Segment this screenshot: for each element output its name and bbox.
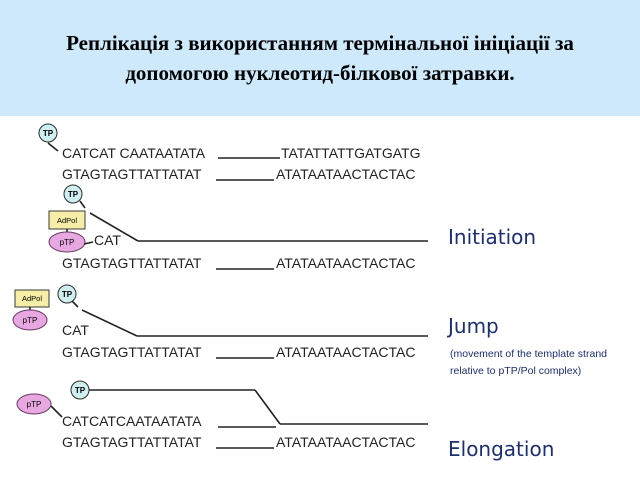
panel2-bottom-right-seq: ATATAATAACTACTAC	[276, 255, 415, 271]
panel-1-duplex: TP CATCAT CAATAATATA TATATTATTGATGATG GT…	[38, 123, 420, 182]
tp-tether	[71, 300, 79, 308]
stage-label-elongation: Elongation	[448, 437, 554, 461]
panel3-displaced-strand	[81, 309, 138, 337]
title-band	[0, 0, 640, 116]
jump-note-line1: (movement of the template strand	[450, 348, 607, 360]
panel3-bottom-right-seq: ATATAATAACTACTAC	[276, 344, 415, 360]
tp-label: TP	[75, 386, 86, 395]
replication-diagram-svg: TP CATCAT CAATAATATA TATATTATTGATGATG GT…	[12, 123, 607, 461]
panel1-bottom-left-seq: GTAGTAGTTATTATAT	[62, 166, 202, 182]
ptp-primer-link	[83, 241, 94, 245]
tp-protein: TP	[70, 380, 90, 400]
panel2-displaced-strand	[89, 212, 139, 242]
panel3-bottom-left-seq: GTAGTAGTTATTATAT	[62, 344, 202, 360]
panel-4-elongation: TP pTP CATCATCAATAATATA GTAGTAGTTATTATAT…	[16, 380, 554, 461]
replication-diagram: TP CATCAT CAATAATATA TATATTATTGATGATG GT…	[0, 116, 640, 480]
panel1-top-right-seq: TATATTATTGATGATG	[281, 145, 420, 161]
stage-label-initiation: Initiation	[448, 225, 536, 249]
panel1-bottom-right-seq: ATATAATAACTACTAC	[276, 166, 415, 182]
tp-protein: TP	[57, 284, 77, 304]
adpol-label: AdPol	[22, 294, 42, 303]
panel4-bottom-right-seq: ATATAATAACTACTAC	[276, 434, 415, 450]
adpol-protein: AdPol	[48, 210, 86, 230]
slide-title-line2: допомогою нуклеотид-білкової затравки.	[125, 61, 515, 85]
ptp-primer-link	[50, 405, 63, 418]
ptp-protein: pTP	[12, 309, 48, 331]
ptp-label: pTP	[27, 400, 42, 409]
slide-title-line1: Реплікація з використанням термінальної …	[66, 31, 574, 55]
tp-protein: TP	[63, 184, 83, 204]
adpol-label: AdPol	[57, 216, 77, 225]
tp-tether	[47, 142, 59, 152]
tp-label: TP	[43, 129, 54, 138]
slide-title: Реплікація з використанням термінальної …	[0, 28, 640, 88]
panel4-bottom-left-seq: GTAGTAGTTATTATAT	[62, 434, 202, 450]
ptp-protein: pTP	[16, 393, 52, 415]
ptp-label: pTP	[23, 316, 38, 325]
panel4-top-left-seq: CATCATCAATAATATA	[62, 413, 202, 429]
tp-tether	[79, 200, 86, 209]
tp-label: TP	[62, 290, 73, 299]
adpol-protein: AdPol	[14, 289, 50, 308]
panel-3-jump: TP AdPol pTP CAT GTAGTAGTTATTATAT ATATAA…	[12, 284, 607, 377]
ptp-protein: pTP	[48, 231, 86, 253]
panel2-bottom-left-seq: GTAGTAGTTATTATAT	[62, 255, 202, 271]
panel4-bend-strand	[254, 389, 281, 425]
tp-label: TP	[68, 190, 79, 199]
stage-label-jump: Jump	[446, 314, 499, 338]
panel3-primer: CAT	[62, 322, 89, 338]
panel-2-initiation: TP AdPol pTP CAT GTAGTAGTTATTATAT ATATAA…	[48, 184, 536, 271]
jump-note-line2: relative to pTP/Pol complex)	[450, 365, 581, 377]
panel2-primer: CAT	[94, 232, 121, 248]
ptp-label: pTP	[60, 238, 75, 247]
tp-protein: TP	[38, 123, 58, 143]
panel1-top-left-seq: CATCAT CAATAATATA	[62, 145, 206, 161]
